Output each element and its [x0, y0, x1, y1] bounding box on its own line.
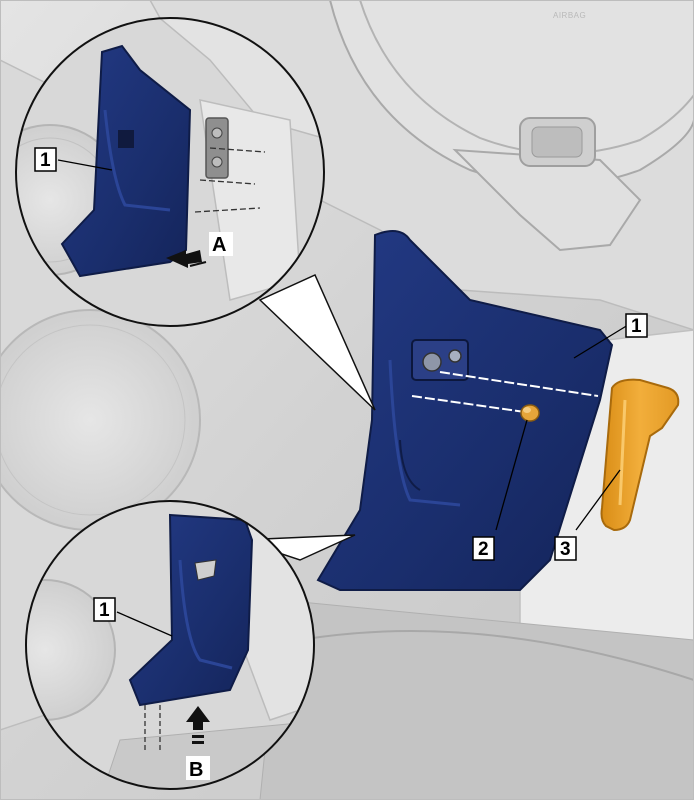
removal-tool	[600, 378, 680, 532]
detail-view-bottom: 1 B	[25, 500, 315, 790]
callout-1-top-label: 1	[40, 150, 51, 171]
callout-1-bottom-label: 1	[99, 600, 110, 621]
airbag-label: AIRBAG	[553, 11, 586, 20]
trim-panel-main	[316, 230, 614, 591]
callout-2: 2	[472, 536, 495, 561]
clip-bracket	[411, 339, 469, 381]
callout-1-main-label: 1	[631, 316, 642, 337]
callout-3: 3	[554, 536, 577, 561]
callout-1-main: 1	[625, 313, 648, 338]
callout-2-label: 2	[478, 539, 489, 560]
main-leaders	[495, 324, 629, 531]
fastener	[520, 404, 540, 422]
arrow-b-label: B	[189, 759, 203, 781]
callout-3-label: 3	[560, 539, 571, 560]
arrow-a-label: A	[212, 234, 226, 256]
